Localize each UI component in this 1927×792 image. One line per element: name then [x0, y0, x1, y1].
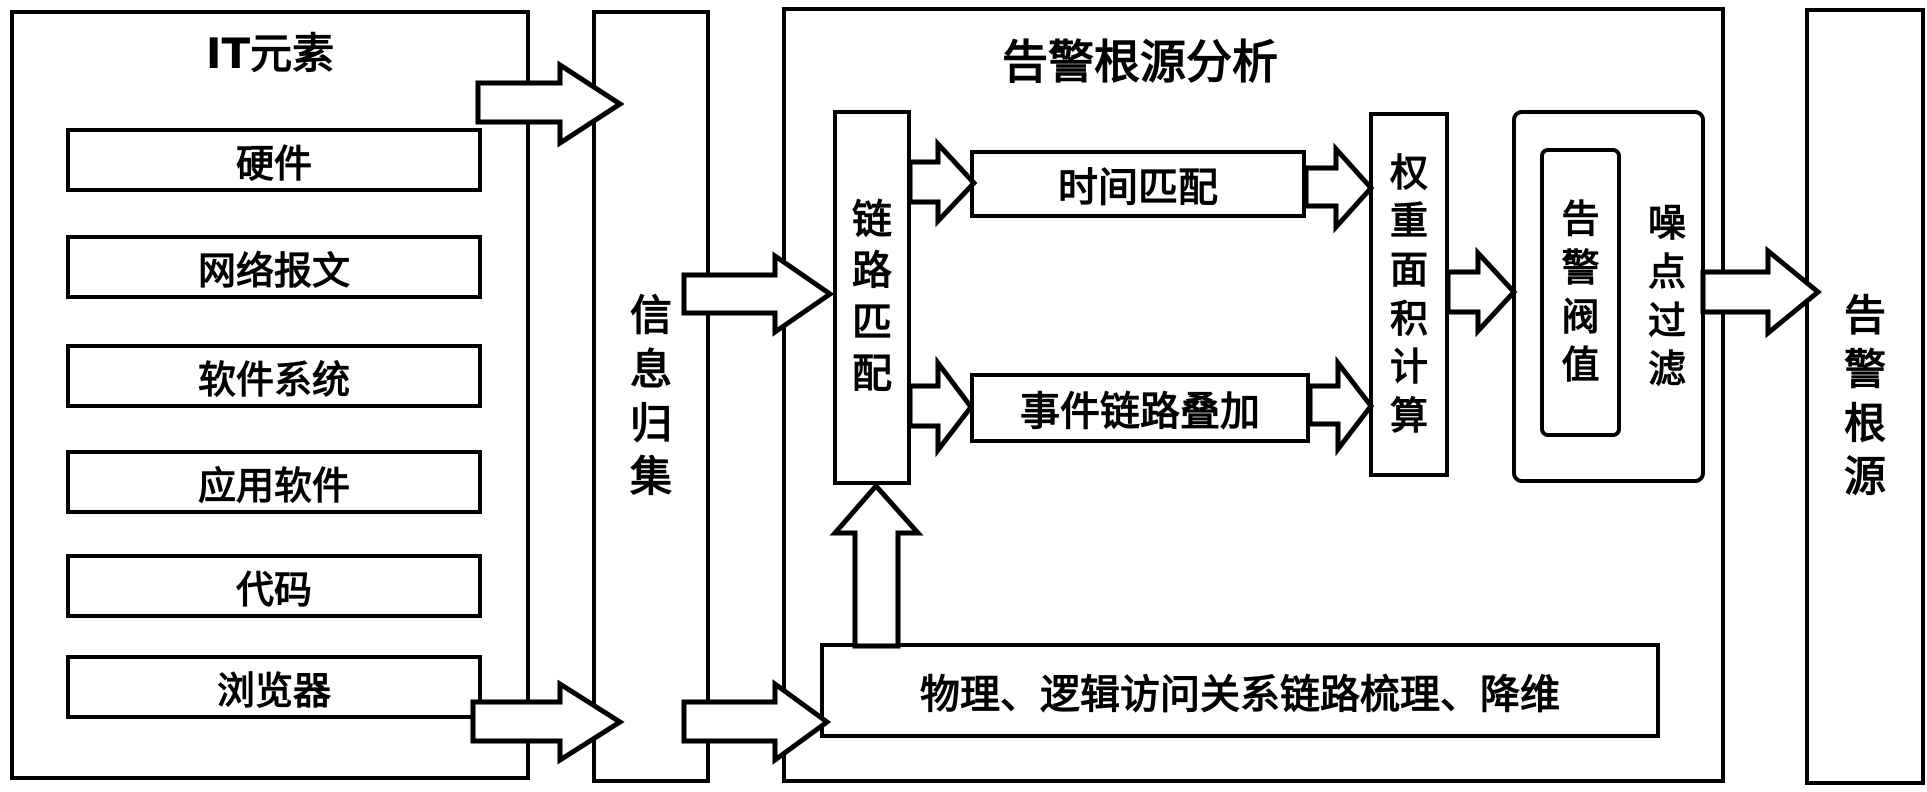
alarm-root-cause-output-panel: 告警根源: [1805, 8, 1925, 785]
it-item-code: 代码: [66, 554, 482, 618]
it-item-browser: 浏览器: [66, 655, 482, 719]
it-item-software-system: 软件系统: [66, 344, 482, 408]
it-item-application-software: 应用软件: [66, 450, 482, 514]
weight-area-calc-box: 权重面积计算: [1369, 112, 1449, 477]
it-item-hardware: 硬件: [66, 128, 482, 192]
it-item-label: 应用软件: [197, 463, 350, 508]
it-item-label: 代码: [235, 567, 312, 612]
it-item-label: 浏览器: [216, 668, 331, 713]
link-sorting-box: 物理、逻辑访问关系链路梳理、降维: [820, 643, 1660, 738]
link-match-box: 链路匹配: [833, 110, 911, 485]
info-collection-panel: 信息归集: [592, 10, 710, 783]
alarm-threshold-label: 告警阀值: [1561, 197, 1600, 388]
info-collection-label: 信息归集: [629, 291, 672, 502]
event-link-overlay-label: 事件链路叠加: [1020, 389, 1260, 435]
link-sorting-label: 物理、逻辑访问关系链路梳理、降维: [920, 671, 1560, 718]
it-item-label: 硬件: [235, 141, 312, 186]
it-item-label: 网络报文: [197, 248, 350, 293]
noise-filter-label-wrap: 噪点过滤: [1632, 110, 1702, 483]
noise-filter-label: 噪点过滤: [1647, 201, 1686, 392]
alarm-root-cause-label: 告警根源: [1843, 291, 1886, 502]
it-item-label: 软件系统: [197, 357, 350, 402]
time-match-label: 时间匹配: [1058, 165, 1218, 211]
time-match-box: 时间匹配: [970, 150, 1306, 218]
weight-area-calc-label: 权重面积计算: [1389, 150, 1428, 438]
event-link-overlay-box: 事件链路叠加: [970, 373, 1310, 443]
it-elements-title: IT元素: [205, 29, 335, 78]
link-match-label: 链路匹配: [851, 197, 892, 397]
it-item-network-packet: 网络报文: [66, 235, 482, 299]
alarm-threshold-box: 告警阀值: [1540, 148, 1621, 437]
root-cause-analysis-title: 告警根源分析: [1002, 35, 1278, 89]
